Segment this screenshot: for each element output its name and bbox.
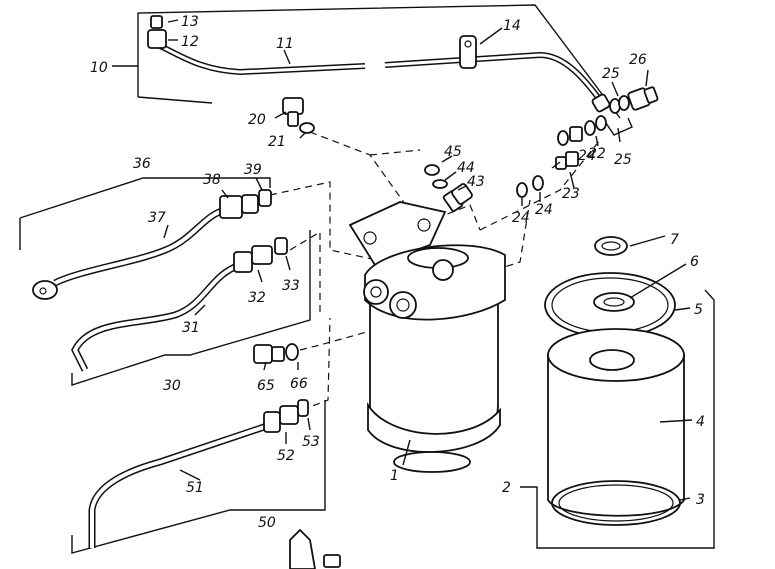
callout-13: 13 — [181, 14, 199, 30]
pipe-group-30 — [71, 230, 311, 386]
pipe-group-36 — [19, 177, 272, 300]
callout-5: 5 — [694, 302, 703, 318]
callout-11: 11 — [276, 36, 294, 52]
callout-44: 44 — [457, 160, 475, 176]
callout-52: 52 — [277, 448, 295, 464]
callout-25a: 25 — [602, 66, 620, 82]
filter-element-group-2 — [520, 236, 715, 549]
callout-66: 66 — [290, 376, 308, 392]
callout-1: 1 — [390, 468, 399, 484]
callout-33: 33 — [282, 278, 300, 294]
callout-14: 14 — [503, 18, 521, 34]
bolt-43-washers — [424, 164, 473, 212]
callout-20: 20 — [248, 112, 266, 128]
callout-39: 39 — [244, 162, 262, 178]
return-pipe-11 — [147, 15, 611, 113]
bolts-22-23-washers-24 — [516, 115, 607, 198]
callout-32: 32 — [248, 290, 266, 306]
callout-3: 3 — [696, 492, 705, 508]
callout-38: 38 — [203, 172, 221, 188]
callout-10: 10 — [90, 60, 108, 76]
callout-labels: 13 12 11 10 14 26 25 25 22 24 23 24 24 4… — [90, 14, 705, 531]
callout-53: 53 — [302, 434, 320, 450]
callout-24c: 24 — [535, 202, 553, 218]
callout-6: 6 — [690, 254, 699, 270]
filter-housing-1 — [348, 201, 506, 473]
callout-50: 50 — [258, 515, 276, 531]
bottom-bracket — [289, 528, 341, 569]
callout-12: 12 — [181, 34, 199, 50]
callout-51: 51 — [186, 480, 204, 496]
callout-37: 37 — [148, 210, 166, 226]
bolt-26-washers-25 — [603, 86, 659, 136]
callout-31: 31 — [182, 320, 200, 336]
callout-30: 30 — [163, 378, 181, 394]
callout-25b: 25 — [614, 152, 632, 168]
callout-65: 65 — [257, 378, 275, 394]
callout-45: 45 — [444, 144, 462, 160]
callout-7: 7 — [670, 232, 679, 248]
callout-4: 4 — [696, 414, 705, 430]
bolt-65-washer-66 — [253, 343, 299, 364]
callout-23: 23 — [562, 186, 580, 202]
callout-2: 2 — [502, 480, 511, 496]
callout-36: 36 — [133, 156, 151, 172]
callout-43: 43 — [467, 174, 485, 190]
callout-24a: 24 — [578, 148, 596, 164]
callout-24b: 24 — [512, 210, 530, 226]
callout-21: 21 — [268, 134, 286, 150]
callout-22: 22 — [588, 146, 606, 162]
callout-26: 26 — [629, 52, 647, 68]
pipe-group-50 — [71, 399, 326, 554]
bolt-20-washer-21 — [282, 97, 315, 134]
leader-lines — [163, 19, 693, 501]
bracket-group-10 — [112, 4, 621, 119]
